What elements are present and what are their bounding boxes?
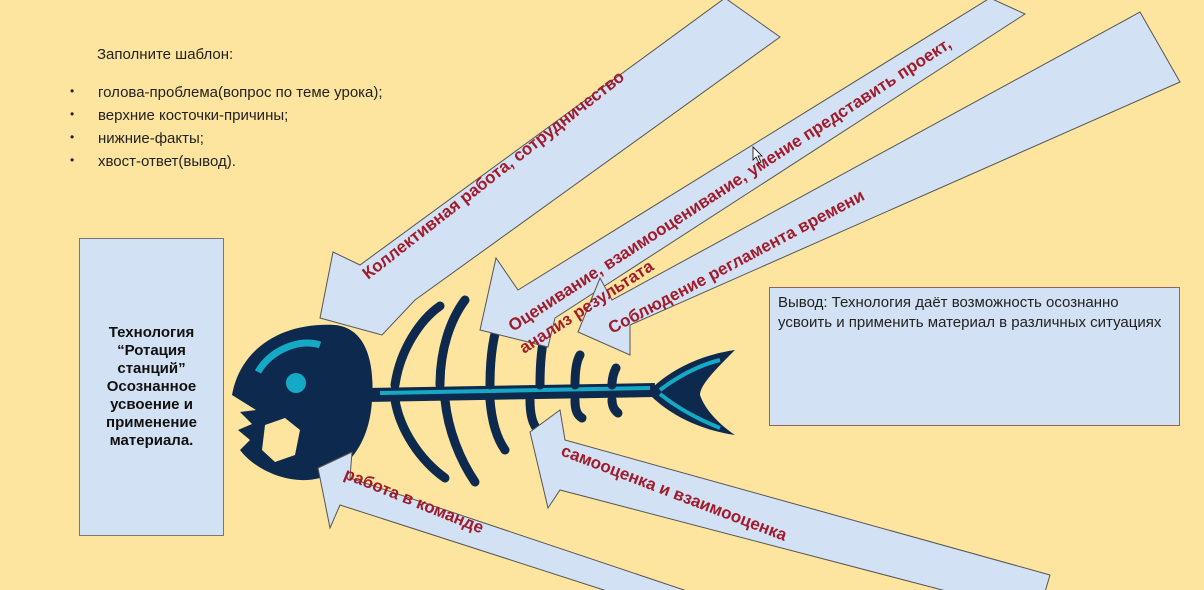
instructions-heading: Заполните шаблон: <box>97 46 234 63</box>
problem-head-box: Технология “Ротация станций” Осознанное … <box>79 238 224 536</box>
list-item: верхние косточки-причины; <box>70 107 383 130</box>
fish-skeleton-icon <box>232 295 735 487</box>
arrow-collective-work <box>319 0 781 336</box>
arrow-teamwork <box>317 451 686 590</box>
list-item: нижние-факты; <box>70 130 383 153</box>
list-item: голова-проблема(вопрос по теме урока); <box>70 84 383 107</box>
arrow-assessment <box>479 0 1027 348</box>
mouse-cursor-icon <box>752 146 763 164</box>
arrow-self-assessment <box>529 409 1051 590</box>
arrow-time-regulation <box>577 11 1181 356</box>
template-list: голова-проблема(вопрос по теме урока); в… <box>70 84 383 176</box>
conclusion-box: Вывод: Технология даёт возможность осозн… <box>769 287 1180 426</box>
list-item: хвост-ответ(вывод). <box>70 153 383 176</box>
